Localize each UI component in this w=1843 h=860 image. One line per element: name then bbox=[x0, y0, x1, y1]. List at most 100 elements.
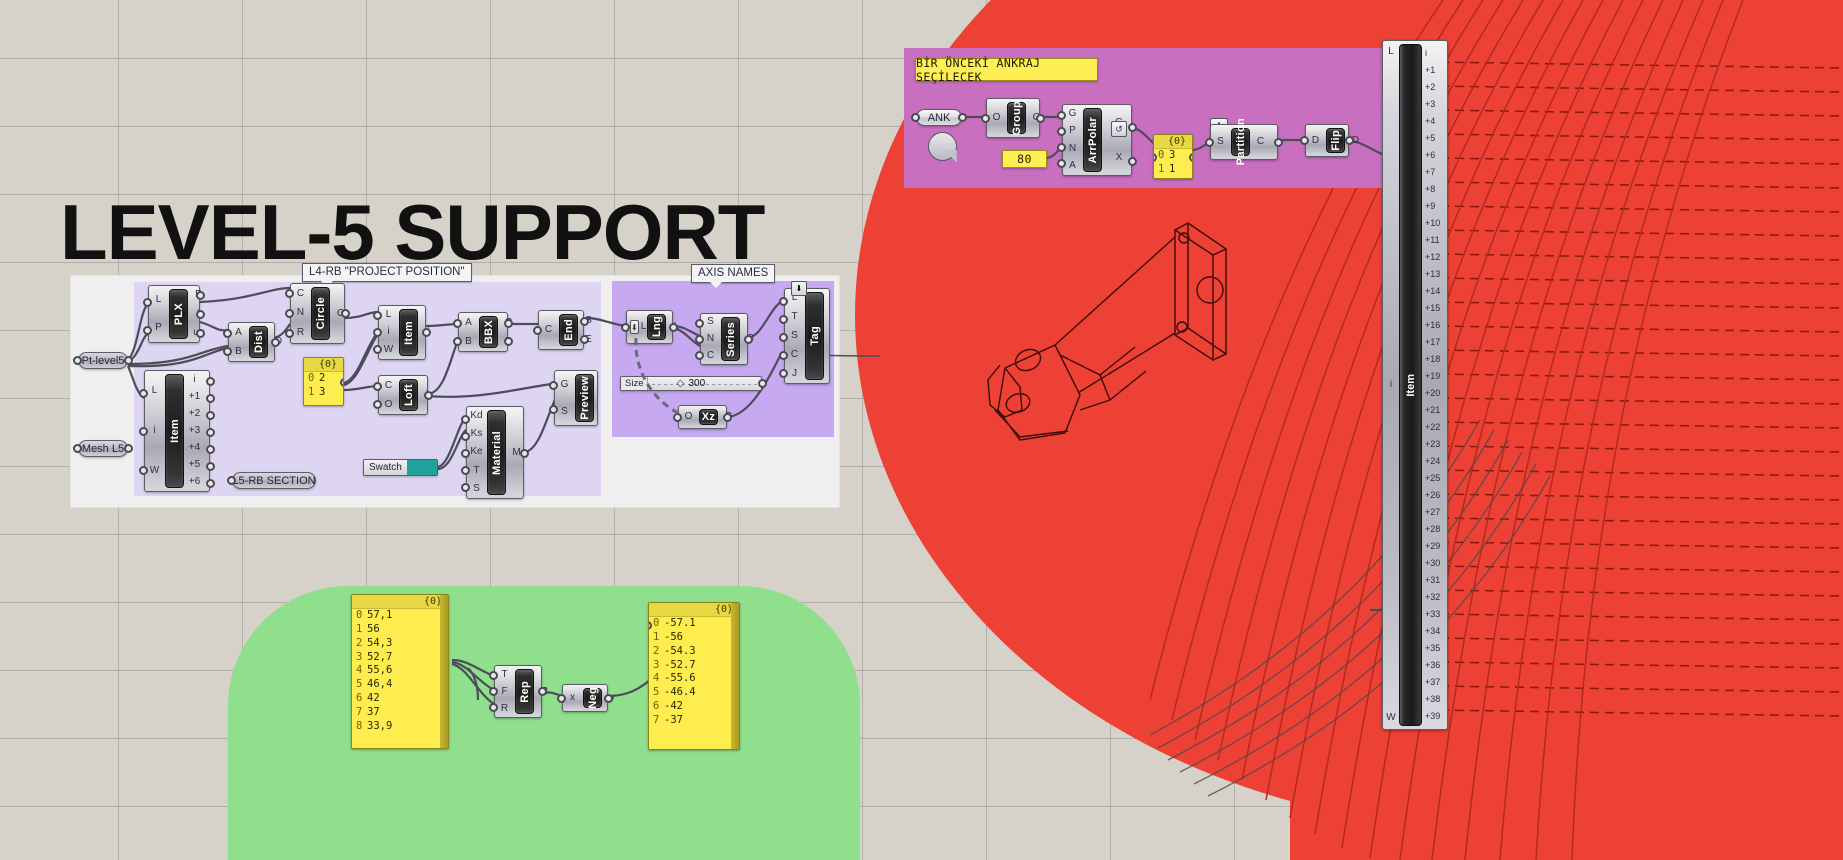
port-in-ks[interactable]: Ks bbox=[470, 428, 483, 440]
nub-out[interactable] bbox=[580, 317, 589, 326]
nub-in[interactable] bbox=[549, 381, 558, 390]
capsule-item-right[interactable]: Item bbox=[1399, 44, 1422, 726]
port-in-d[interactable]: D bbox=[1311, 134, 1320, 146]
param-mesh-l5[interactable]: Mesh L5 bbox=[73, 440, 133, 457]
component-lng[interactable]: ⬇ L Lng L bbox=[621, 310, 679, 344]
param-ank[interactable]: ANK bbox=[911, 109, 967, 126]
port-out-c[interactable]: C bbox=[337, 308, 344, 319]
graft-icon[interactable]: ↺ bbox=[1111, 121, 1127, 137]
nub-in[interactable] bbox=[779, 369, 788, 378]
nub-in[interactable] bbox=[461, 483, 470, 492]
port-in-i[interactable]: i bbox=[153, 425, 156, 436]
nub-in[interactable] bbox=[621, 323, 630, 332]
port-out-1[interactable]: +1 bbox=[1425, 65, 1436, 75]
nub-in[interactable] bbox=[461, 415, 470, 424]
nub-out[interactable] bbox=[958, 113, 967, 122]
port-in-c[interactable]: C bbox=[296, 287, 305, 299]
capsule-end[interactable]: End bbox=[559, 314, 578, 346]
capsule-item-upper[interactable]: Item bbox=[399, 309, 418, 356]
nub-in[interactable] bbox=[1057, 143, 1066, 152]
nub-in[interactable] bbox=[533, 326, 542, 335]
capsule-circle[interactable]: Circle bbox=[311, 287, 330, 340]
component-group[interactable]: O Group G bbox=[981, 98, 1045, 138]
nub-in[interactable] bbox=[453, 337, 462, 346]
port-out-m[interactable]: M bbox=[512, 446, 521, 458]
capsule-partition[interactable]: Partition bbox=[1231, 118, 1250, 166]
nub-in[interactable] bbox=[695, 335, 704, 344]
port-out-25[interactable]: +25 bbox=[1425, 473, 1441, 483]
capsule-xz[interactable]: Xz bbox=[699, 409, 718, 425]
component-dist[interactable]: A B Dist D bbox=[223, 322, 282, 362]
nub-in[interactable] bbox=[489, 671, 498, 680]
component-item-upper[interactable]: L i W Item i bbox=[373, 305, 431, 360]
port-in-l[interactable]: L bbox=[155, 294, 162, 305]
port-in-t[interactable]: T bbox=[791, 311, 798, 323]
component-end[interactable]: C End S E bbox=[533, 310, 592, 350]
capsule-dist[interactable]: Dist bbox=[249, 326, 268, 358]
port-out-26[interactable]: +26 bbox=[1425, 490, 1441, 500]
capsule-flip[interactable]: Flip bbox=[1326, 128, 1345, 153]
port-out-28[interactable]: +28 bbox=[1425, 524, 1441, 534]
port-in-t[interactable]: T bbox=[501, 668, 508, 680]
nub-in[interactable] bbox=[143, 298, 152, 307]
component-neg[interactable]: x Neg y bbox=[557, 684, 615, 712]
port-out-31[interactable]: +31 bbox=[1425, 575, 1441, 585]
port-in-o[interactable]: O bbox=[384, 398, 393, 410]
nub-in[interactable] bbox=[489, 687, 498, 696]
port-out-15[interactable]: +15 bbox=[1425, 303, 1441, 313]
port-out-23[interactable]: +23 bbox=[1425, 439, 1441, 449]
nub-in[interactable] bbox=[373, 400, 382, 409]
port-out-33[interactable]: +33 bbox=[1425, 609, 1441, 619]
nub-out[interactable] bbox=[744, 335, 753, 344]
nub-out[interactable] bbox=[422, 328, 431, 337]
port-out-d[interactable]: D bbox=[1351, 134, 1360, 146]
port-out-17[interactable]: +17 bbox=[1425, 337, 1441, 347]
port-in-c[interactable]: C bbox=[706, 349, 715, 361]
nub-in[interactable] bbox=[1057, 159, 1066, 168]
nub-in[interactable] bbox=[779, 351, 788, 360]
nub-in[interactable] bbox=[673, 413, 682, 422]
nub-out[interactable] bbox=[206, 479, 215, 488]
nub-out[interactable] bbox=[341, 309, 350, 318]
port-out-3[interactable]: +3 bbox=[1425, 99, 1436, 109]
panel-pair-l4[interactable]: {0} 0 2 1 3 bbox=[303, 357, 344, 406]
point-handle[interactable] bbox=[928, 132, 957, 161]
port-out-35[interactable]: +35 bbox=[1425, 643, 1441, 653]
port-in-l[interactable]: L bbox=[791, 292, 798, 304]
port-in-o[interactable]: O bbox=[684, 411, 693, 422]
capsule-material[interactable]: Material bbox=[487, 410, 506, 495]
nub-in[interactable] bbox=[285, 289, 294, 298]
port-out-11[interactable]: +11 bbox=[1425, 235, 1440, 245]
nub-in[interactable] bbox=[453, 319, 462, 328]
port-out-5[interactable]: +5 bbox=[1425, 133, 1436, 143]
port-in-r[interactable]: R bbox=[500, 702, 509, 714]
port-out-4[interactable]: +4 bbox=[1425, 116, 1436, 126]
port-out-18[interactable]: +18 bbox=[1425, 354, 1441, 364]
nub-in[interactable] bbox=[779, 315, 788, 324]
param-pt-level5[interactable]: Pt-level5 bbox=[73, 352, 133, 369]
slider-size[interactable]: Size ◇ 300 bbox=[620, 376, 767, 391]
port-out-16[interactable]: +16 bbox=[1425, 320, 1441, 330]
port-in-t[interactable]: T bbox=[473, 464, 480, 476]
port-out-24[interactable]: +24 bbox=[1425, 456, 1441, 466]
nub-out[interactable] bbox=[206, 377, 215, 386]
nub-out[interactable] bbox=[758, 379, 767, 388]
nub-out[interactable] bbox=[340, 378, 343, 387]
port-out-2[interactable]: +2 bbox=[1425, 82, 1436, 92]
port-in-c[interactable]: C bbox=[544, 324, 553, 335]
port-out-20[interactable]: +20 bbox=[1425, 388, 1441, 398]
port-in-i[interactable]: i bbox=[1389, 379, 1393, 390]
port-in-w[interactable]: W bbox=[383, 344, 394, 356]
nub-in[interactable] bbox=[73, 356, 82, 365]
port-out-13[interactable]: +13 bbox=[1425, 269, 1441, 279]
port-out-37[interactable]: +37 bbox=[1425, 677, 1441, 687]
port-out-6[interactable]: +6 bbox=[188, 476, 201, 488]
port-out-8[interactable]: +8 bbox=[1425, 184, 1436, 194]
nub-out[interactable] bbox=[504, 319, 513, 328]
port-in-o[interactable]: O bbox=[992, 112, 1001, 123]
flatten-icon[interactable]: ⬇ bbox=[630, 320, 639, 334]
port-out-22[interactable]: +22 bbox=[1425, 422, 1441, 432]
